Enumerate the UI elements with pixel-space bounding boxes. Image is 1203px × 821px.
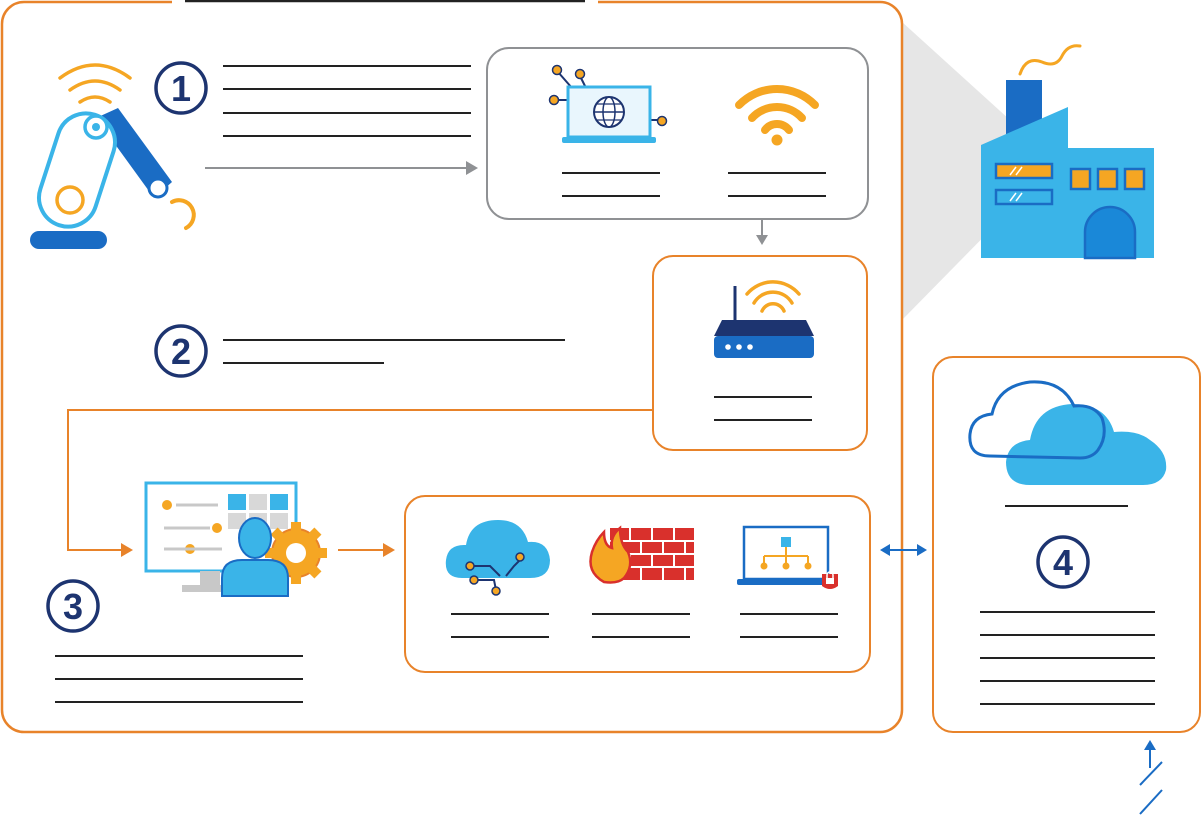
step-2-number: 2 xyxy=(171,331,191,372)
connectivity-box xyxy=(486,47,869,220)
wifi-label-lines xyxy=(728,172,826,197)
step-4-number: 4 xyxy=(1053,542,1073,583)
laptop-lock-label-lines xyxy=(740,613,838,638)
factory-connector-shape xyxy=(902,22,1010,320)
step-1-number: 1 xyxy=(171,68,191,109)
cloud-label-lines xyxy=(451,613,549,638)
monitor-user-gear-icon xyxy=(144,481,327,597)
arrow-router-to-monitor xyxy=(67,409,653,557)
step-3-badge: 3 xyxy=(46,579,100,633)
router-label-lines xyxy=(714,396,812,421)
step-4-text-lines xyxy=(980,611,1155,705)
step-1-text-lines xyxy=(223,65,471,137)
router-icon xyxy=(714,280,814,358)
step-3-text-lines xyxy=(55,655,303,703)
step-2-text-lines xyxy=(223,339,565,364)
cloud-outline-icon xyxy=(968,380,1167,486)
step-3-number: 3 xyxy=(63,586,83,627)
cloud-circuit-icon xyxy=(445,520,550,596)
laptop-label-lines xyxy=(562,172,660,197)
firewall-label-lines xyxy=(592,613,690,638)
arrow-monitor-to-security xyxy=(338,543,395,557)
firewall-icon xyxy=(589,525,694,584)
title-gap xyxy=(172,0,598,6)
robot-arm-icon xyxy=(30,63,196,249)
lightning-icon xyxy=(1139,740,1163,815)
bidirectional-arrow xyxy=(880,544,927,556)
step-2-badge: 2 xyxy=(154,324,208,378)
laptop-network-lock-icon xyxy=(737,525,838,589)
factory-icon xyxy=(981,44,1154,260)
arrow-devices-to-router xyxy=(756,220,768,245)
arrow-robot-to-devices xyxy=(205,161,478,175)
laptop-globe-icon xyxy=(548,64,668,143)
wifi-icon xyxy=(735,84,819,146)
step-1-badge: 1 xyxy=(154,61,208,115)
step-4-badge: 4 xyxy=(1036,535,1090,589)
